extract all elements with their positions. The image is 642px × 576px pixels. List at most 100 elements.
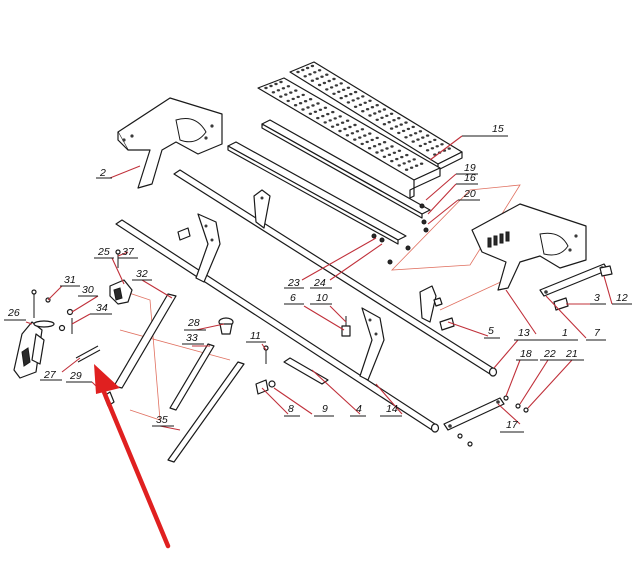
perforation-hole	[372, 145, 377, 148]
callout-12: 12	[612, 292, 632, 305]
perforation-hole	[382, 108, 387, 111]
perforation-hole	[433, 138, 437, 142]
perforation-hole	[363, 134, 367, 137]
perforation-hole	[390, 145, 394, 148]
loose-tube-33	[169, 343, 215, 411]
perforation-hole	[346, 101, 351, 104]
svg-text:8: 8	[288, 403, 294, 415]
svg-text:15: 15	[492, 123, 504, 135]
angle-strip-upper	[261, 119, 431, 219]
svg-text:18: 18	[520, 348, 532, 360]
perforation-hole	[397, 149, 402, 152]
svg-text:21: 21	[565, 348, 578, 360]
perforation-hole	[399, 123, 403, 126]
perforation-hole	[330, 125, 335, 128]
perforation-hole	[447, 147, 451, 150]
perforation-hole	[301, 108, 305, 111]
callout-6: 6	[284, 292, 304, 305]
perforation-hole	[380, 149, 384, 152]
callout-17: 17	[500, 419, 524, 433]
perforation-hole	[368, 132, 372, 135]
perforation-hole	[310, 64, 315, 68]
callout-32: 32	[132, 268, 152, 281]
perforation-hole	[323, 106, 328, 110]
svg-text:37: 37	[122, 246, 135, 258]
svg-text:20: 20	[463, 188, 476, 200]
perforation-hole	[306, 106, 310, 109]
perforation-hole	[341, 88, 346, 92]
perforation-hole	[397, 131, 401, 135]
perforation-hole	[325, 73, 329, 76]
callout-29: 29	[66, 370, 92, 383]
perforation-hole	[293, 104, 298, 107]
perforation-hole	[414, 164, 419, 167]
perforation-hole	[435, 145, 439, 148]
perforation-hole	[350, 132, 355, 135]
perforation-hole	[271, 91, 276, 94]
callout-23: 23	[284, 277, 304, 289]
perforation-hole	[389, 112, 394, 116]
perforation-hole	[276, 89, 281, 92]
perforation-hole	[404, 168, 409, 171]
callout-26: 26	[4, 307, 26, 321]
perforation-hole	[264, 86, 268, 90]
perforation-hole	[392, 119, 396, 122]
loose-tube-34	[167, 361, 245, 463]
perforation-hole	[311, 104, 315, 107]
svg-text:30: 30	[82, 284, 94, 296]
perforation-hole	[421, 136, 425, 139]
angle-strip-lower	[227, 141, 407, 245]
perforation-hole	[382, 155, 387, 158]
perforation-hole	[301, 68, 305, 72]
perforation-hole	[363, 101, 367, 105]
perforation-hole	[402, 162, 406, 165]
perforation-hole	[317, 83, 322, 87]
perforation-hole	[326, 112, 330, 116]
svg-text:26: 26	[7, 307, 20, 319]
perforation-hole	[407, 160, 411, 163]
perforation-hole	[353, 90, 358, 94]
perforation-hole	[329, 86, 334, 89]
svg-text:25: 25	[97, 246, 110, 258]
perforation-hole	[425, 134, 430, 137]
svg-text:6: 6	[290, 292, 296, 304]
perforation-hole	[409, 166, 414, 169]
callout-27: 27	[40, 369, 62, 381]
perforation-hole	[370, 106, 375, 109]
tube-hanger-left	[195, 213, 221, 283]
perforation-hole	[343, 127, 347, 131]
link-bar-lower	[443, 397, 505, 431]
perforation-hole	[368, 114, 372, 117]
perforation-hole	[345, 119, 350, 122]
svg-text:12: 12	[616, 292, 628, 304]
clamp-assembly	[13, 289, 55, 379]
perforation-hole	[413, 132, 418, 135]
perforation-hole	[385, 114, 389, 118]
perforation-hole	[274, 82, 278, 86]
loose-tube-32	[113, 293, 177, 389]
svg-text:5: 5	[488, 325, 494, 337]
perforation-hole	[387, 121, 391, 124]
perforation-hole	[335, 123, 340, 126]
perforation-hole	[286, 99, 290, 103]
perforation-hole	[412, 158, 416, 161]
perforation-hole	[361, 110, 365, 113]
svg-text:35: 35	[156, 414, 168, 426]
callout-8: 8	[284, 403, 300, 417]
pin-part-4	[283, 357, 329, 385]
callout-33: 33	[182, 332, 204, 345]
perforation-hole	[358, 136, 362, 139]
svg-text:10: 10	[316, 292, 328, 304]
callout-7: 7	[586, 327, 606, 341]
callout-9: 9	[314, 403, 334, 417]
svg-text:33: 33	[186, 332, 198, 344]
perforation-hole	[289, 91, 293, 94]
callout-16: 16	[456, 172, 478, 185]
perforation-hole	[365, 140, 369, 144]
perforation-hole	[394, 125, 399, 128]
svg-text:23: 23	[287, 277, 300, 289]
perforation-hole	[351, 99, 355, 102]
callout-30: 30	[78, 284, 98, 297]
perforation-hole	[279, 80, 283, 84]
callout-28: 28	[184, 317, 206, 331]
